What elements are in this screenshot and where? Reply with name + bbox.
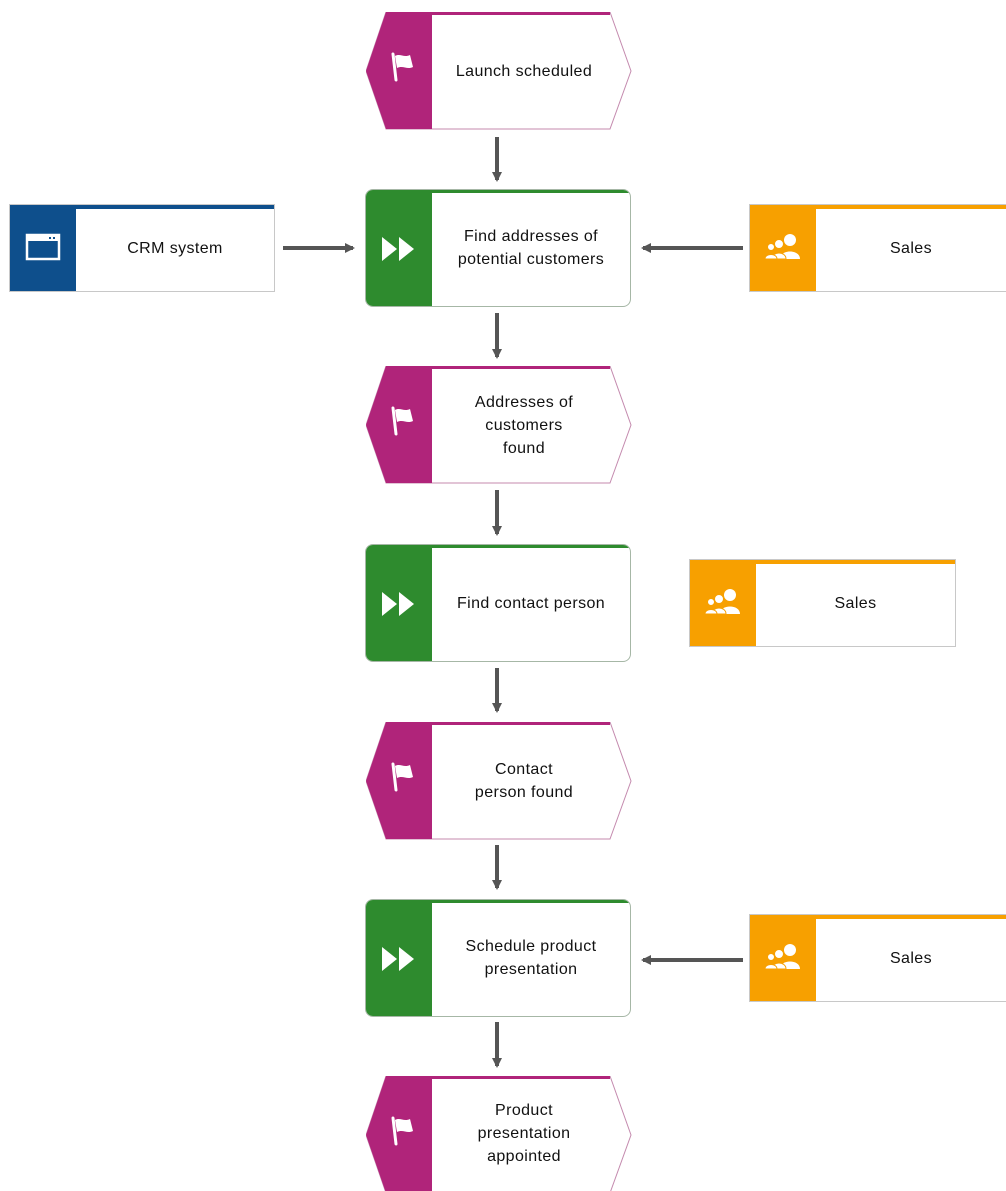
orgunit-band	[750, 205, 816, 291]
fast-forward-icon	[382, 592, 414, 616]
orgunit-top-line	[816, 915, 1006, 919]
orgunit-label: Sales	[834, 594, 877, 612]
event-shape	[366, 366, 632, 484]
orgunit-label: Sales	[889, 239, 933, 257]
event-addresses-found[interactable]: Addresses of customers found	[366, 366, 632, 484]
orgunit-sales-2[interactable]: Sales	[689, 559, 956, 647]
function-top-line	[432, 190, 630, 193]
event-shape	[366, 1076, 632, 1191]
event-label: Product presentation appointed	[477, 1102, 571, 1165]
fast-forward-icon	[382, 947, 414, 971]
event-shape	[366, 12, 632, 130]
function-top-line	[432, 900, 630, 903]
event-label: Launch scheduled	[455, 62, 593, 80]
orgunit-top-line	[816, 205, 1006, 209]
group-icon	[704, 589, 740, 615]
system-band	[10, 205, 76, 291]
system-label: CRM system	[127, 239, 223, 257]
event-label: Addresses of customers found	[474, 393, 574, 457]
flag-icon	[391, 762, 413, 792]
event-shape	[366, 722, 632, 840]
function-schedule-presentation[interactable]: Schedule product presentation	[365, 899, 631, 1017]
orgunit-band	[690, 560, 756, 646]
orgunit-top-line	[756, 560, 955, 564]
function-label: Find contact person	[456, 594, 606, 612]
event-presentation-appointed[interactable]: Product presentation appointed	[366, 1076, 632, 1191]
function-find-contact[interactable]: Find contact person	[365, 544, 631, 662]
event-label: Contact person found	[474, 761, 574, 801]
orgunit-sales-3[interactable]: Sales	[749, 914, 1006, 1002]
group-icon	[764, 944, 800, 970]
system-top-line	[76, 205, 274, 209]
flag-icon	[391, 406, 413, 436]
event-contact-found[interactable]: Contact person found	[366, 722, 632, 840]
function-label: Find addresses of potential customers	[457, 228, 605, 268]
orgunit-label: Sales	[889, 949, 933, 967]
system-crm[interactable]: CRM system	[9, 204, 275, 292]
application-window-icon	[25, 233, 61, 261]
orgunit-sales-1[interactable]: Sales	[749, 204, 1006, 292]
function-top-line	[432, 545, 630, 548]
group-icon	[764, 234, 800, 260]
event-launch-scheduled[interactable]: Launch scheduled	[366, 12, 632, 130]
function-label: Schedule product presentation	[465, 938, 597, 978]
orgunit-band	[750, 915, 816, 1001]
flag-icon	[391, 52, 413, 82]
flag-icon	[391, 1116, 413, 1146]
function-find-addresses[interactable]: Find addresses of potential customers	[365, 189, 631, 307]
fast-forward-icon	[382, 237, 414, 261]
